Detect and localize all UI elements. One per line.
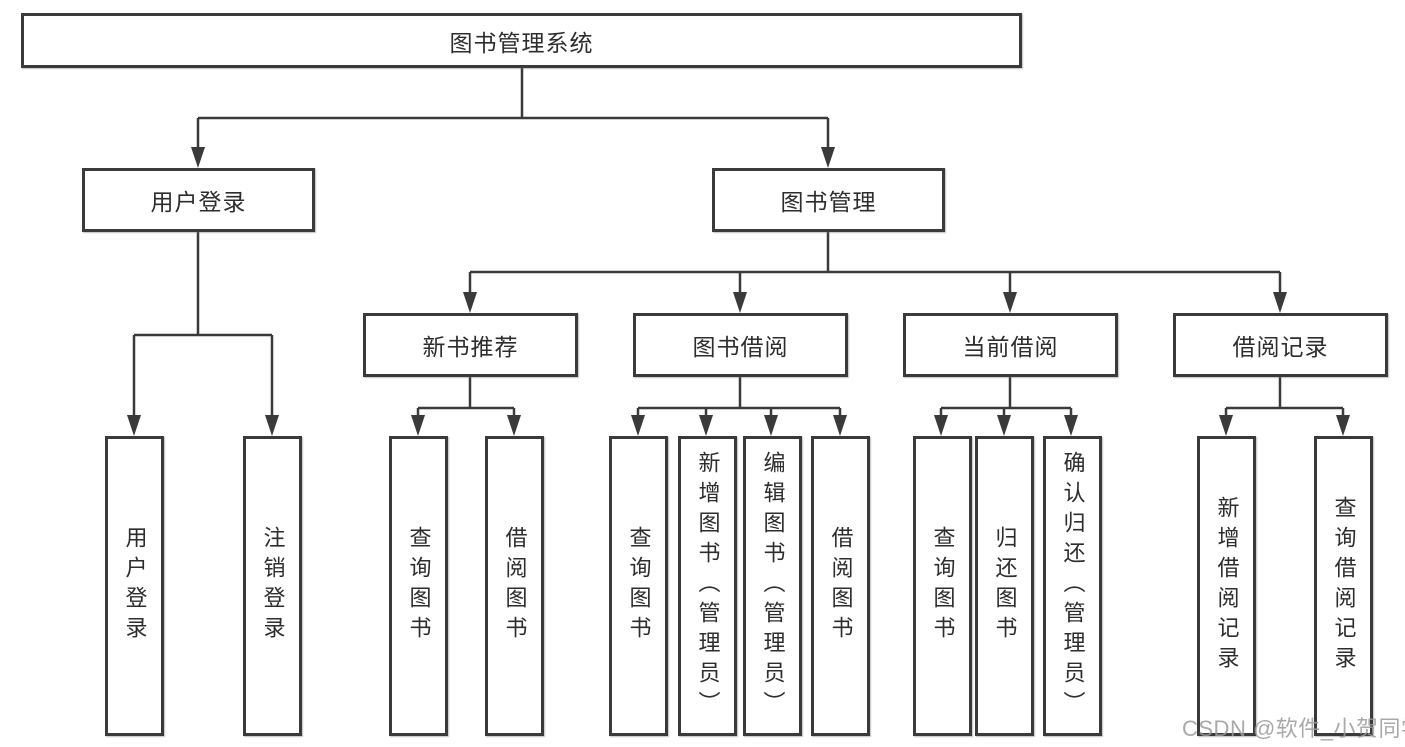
leaf-query-book-recommend: 查询图书 bbox=[389, 436, 448, 736]
node-label: 归还图书 bbox=[992, 526, 1018, 646]
leaf-add-book-admin: 新增图书（管理员） bbox=[678, 436, 737, 736]
leaf-query-book-current: 查询图书 bbox=[913, 436, 972, 736]
node-label: 图书借阅 bbox=[692, 334, 789, 360]
node-label: 图书管理系统 bbox=[449, 29, 594, 56]
node-label: 用户登录 bbox=[122, 526, 148, 646]
node-book-borrowing: 图书借阅 bbox=[633, 313, 848, 377]
node-label: 查询图书 bbox=[930, 526, 956, 646]
node-new-book-recommend: 新书推荐 bbox=[363, 313, 578, 377]
leaf-add-borrow-record: 新增借阅记录 bbox=[1197, 436, 1256, 736]
leaf-borrow-book-recommend: 借阅图书 bbox=[485, 436, 544, 736]
node-label: 新书推荐 bbox=[422, 334, 519, 360]
node-library-management-system: 图书管理系统 bbox=[21, 13, 1022, 68]
node-label: 注销登录 bbox=[260, 526, 286, 646]
node-label: 借阅记录 bbox=[1232, 334, 1329, 360]
node-label: 查询图书 bbox=[406, 526, 432, 646]
node-label: 当前借阅 bbox=[962, 334, 1059, 360]
leaf-borrow-book-borrowing: 借阅图书 bbox=[811, 436, 870, 736]
node-user-login: 用户登录 bbox=[82, 168, 315, 232]
leaf-user-login: 用户登录 bbox=[105, 436, 164, 736]
arrowheads bbox=[127, 147, 1350, 436]
node-current-borrowing: 当前借阅 bbox=[903, 313, 1118, 377]
node-label: 查询图书 bbox=[626, 526, 652, 646]
leaf-edit-book-admin: 编辑图书（管理员） bbox=[743, 436, 802, 736]
node-label: 编辑图书（管理员） bbox=[760, 451, 786, 721]
node-label: 图书管理 bbox=[780, 189, 877, 215]
node-label: 借阅图书 bbox=[502, 526, 528, 646]
node-borrowing-records: 借阅记录 bbox=[1173, 313, 1388, 377]
leaf-query-borrow-record: 查询借阅记录 bbox=[1314, 436, 1373, 736]
leaf-return-book: 归还图书 bbox=[975, 436, 1034, 736]
node-label: 新增借阅记录 bbox=[1214, 496, 1240, 676]
csdn-watermark: CSDN @软件_小贺同学 bbox=[1182, 716, 1405, 741]
node-label: 确认归还（管理员） bbox=[1060, 451, 1086, 721]
node-label: 用户登录 bbox=[150, 189, 247, 215]
leaf-confirm-return-admin: 确认归还（管理员） bbox=[1043, 436, 1102, 736]
node-label: 借阅图书 bbox=[828, 526, 854, 646]
tree-branches bbox=[132, 68, 1345, 430]
node-label: 新增图书（管理员） bbox=[695, 451, 721, 721]
leaf-logout: 注销登录 bbox=[243, 436, 302, 736]
leaf-query-book-borrowing: 查询图书 bbox=[609, 436, 668, 736]
node-label: 查询借阅记录 bbox=[1331, 496, 1357, 676]
node-book-management: 图书管理 bbox=[712, 168, 945, 232]
